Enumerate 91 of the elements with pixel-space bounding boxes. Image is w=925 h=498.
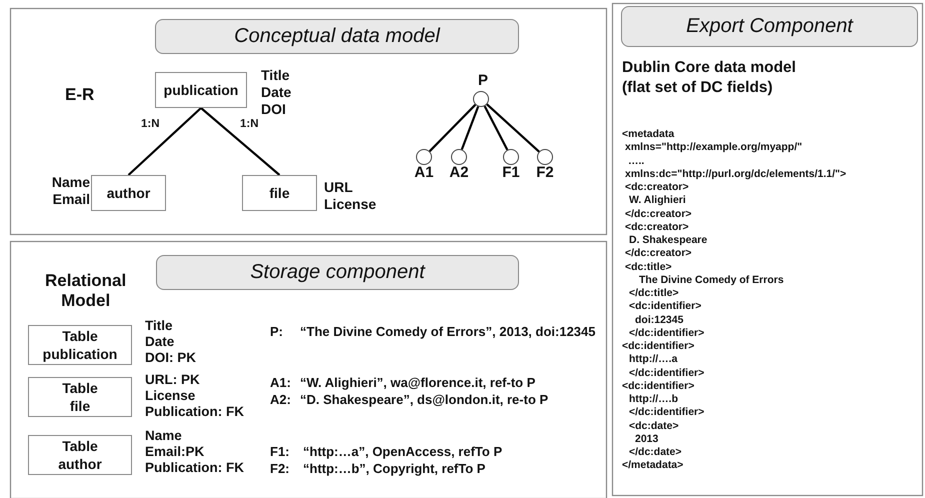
diagram-label: Relational Model [45, 271, 126, 311]
connector-line [460, 106, 480, 150]
entity-box [155, 72, 247, 108]
xml-line: </metadata> [622, 459, 684, 472]
node-label: F1 [502, 164, 520, 181]
xml-line: D. Shakespeare [629, 234, 708, 247]
attribute-name: License [324, 196, 376, 213]
diagram-label: E-R [65, 85, 94, 105]
entity-name: publication [164, 82, 238, 98]
xml-line: 2013 [635, 432, 658, 446]
record-values: “http:…a”, OpenAccess, refTo P [303, 444, 502, 460]
node-label: A2 [449, 164, 469, 181]
xml-line: ….. [628, 154, 644, 168]
table-name: Table author [58, 437, 102, 473]
xml-line: <dc:identifier> [622, 340, 694, 353]
xml-line: </dc:identifier> [629, 366, 704, 380]
record-values: “D. Shakespeare”, ds@london.it, re-to P [300, 392, 548, 408]
table-box [28, 377, 132, 417]
xml-line: <dc:date> [629, 420, 679, 432]
connector-line [200, 107, 280, 176]
xml-line: The Divine Comedy of Errors [639, 274, 784, 287]
table-name: Table publication [42, 327, 118, 363]
attribute-name: DOI [261, 101, 286, 118]
attribute-name: Date [145, 334, 174, 350]
attribute-name: Date [261, 84, 292, 101]
xml-line: <dc:creator> [625, 220, 689, 234]
tree-node-circle [473, 91, 489, 107]
table-box [28, 435, 132, 475]
xml-line: </dc:creator> [625, 247, 692, 260]
attribute-name: License [145, 388, 196, 404]
header-title: Storage component [250, 261, 425, 284]
model-title: Dublin Core data model (flat set of DC fields) [622, 58, 797, 98]
record-key: P: [270, 324, 283, 340]
xml-line: </dc:identifier> [629, 326, 704, 340]
section-header [621, 6, 918, 47]
xml-line: </dc:identifier> [629, 406, 704, 420]
attribute-name: Publication: FK [145, 404, 244, 420]
attribute-name: URL: PK [145, 372, 200, 388]
xml-line: <dc:identifier> [629, 300, 702, 314]
entity-box [242, 175, 317, 211]
entity-box [91, 175, 166, 211]
xml-line: doi:12345 [635, 314, 684, 326]
attribute-name: DOI: PK [145, 350, 196, 366]
header-title: Export Component [686, 15, 853, 38]
tree-node-circle [451, 149, 467, 165]
record-values: “The Divine Comedy of Errors”, 2013, doi:12345 [300, 324, 596, 340]
node-label: A1 [414, 164, 434, 181]
connector-line [128, 107, 202, 176]
attribute-name: Publication: FK [145, 460, 244, 476]
xml-line: xmlns:dc="http://purl.org/dc/elements/1.1/"> [625, 168, 846, 181]
connector-line [484, 106, 508, 150]
attribute-name: Title [261, 67, 290, 84]
cardinality-label: 1:N [140, 118, 161, 130]
attribute-name: Name [52, 174, 90, 191]
tree-node-circle [537, 149, 553, 165]
record-key: F2: [270, 461, 290, 477]
entity-name: author [106, 185, 150, 201]
record-key: F1: [270, 444, 290, 460]
xml-line: http://….b [629, 393, 678, 406]
xml-line: W. Alighieri [629, 194, 686, 208]
attribute-name: Title [145, 318, 173, 334]
xml-line: http://….a [629, 353, 678, 366]
xml-line: <dc:creator> [625, 181, 689, 194]
xml-line: <dc:title> [625, 260, 672, 274]
tree-node-circle [503, 149, 519, 165]
table-name: Table file [62, 379, 98, 415]
xml-line: </dc:date> [629, 446, 682, 459]
xml-line: <metadata [622, 128, 674, 141]
attribute-name: URL [324, 179, 353, 196]
section-header [155, 19, 519, 54]
table-box [28, 325, 132, 365]
record-key: A1: [270, 375, 291, 391]
attribute-name: Email:PK [145, 444, 204, 460]
node-label: P [478, 72, 488, 89]
connector-line [428, 104, 476, 152]
xml-line: <dc:identifier> [622, 380, 694, 393]
tree-node-circle [416, 149, 432, 165]
attribute-name: Email [52, 191, 90, 208]
xml-line: </dc:creator> [625, 208, 692, 220]
record-key: A2: [270, 392, 291, 408]
attribute-name: Name [145, 428, 182, 444]
xml-line: </dc:title> [629, 287, 679, 300]
xml-line: xmlns="http://example.org/myapp/" [625, 141, 802, 154]
header-title: Conceptual data model [234, 25, 440, 48]
section-header [156, 255, 519, 290]
entity-name: file [269, 185, 290, 201]
node-label: F2 [536, 164, 554, 181]
record-values: “http:…b”, Copyright, refTo P [303, 461, 486, 477]
connector-line [486, 104, 540, 152]
record-values: “W. Alighieri”, wa@florence.it, ref-to P [300, 375, 536, 391]
cardinality-label: 1:N [239, 118, 260, 130]
